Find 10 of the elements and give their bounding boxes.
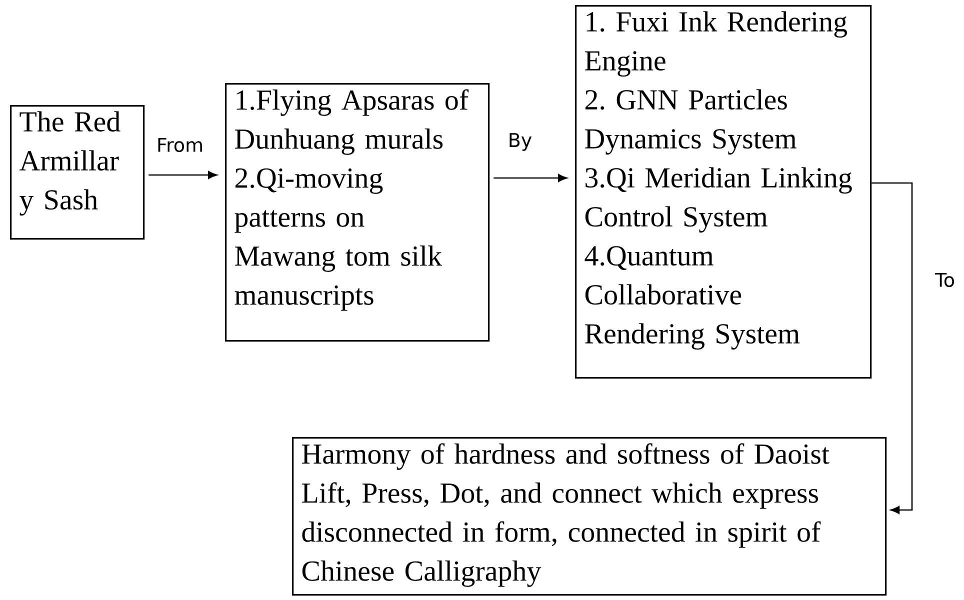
process-box: The Red Armillar y Sash xyxy=(10,105,145,240)
arrow xyxy=(494,174,568,182)
process-box: 1. Fuxi Ink Rendering Engine 2. GNN Particles Dynamics System 3.Qi Meridian Linking Control System 4.Quantum Collaborative Rendering System xyxy=(575,5,872,379)
arrow xyxy=(148,171,218,179)
edge-label: To xyxy=(934,272,954,288)
arrow xyxy=(872,182,913,514)
edge-label: By xyxy=(510,133,532,151)
process-box: Harmony of hardness and softness of Daoist Lift, Press, Dot, and connect which express disconnected in form, connected in spirit of Chinese Calligraphy xyxy=(292,437,887,596)
process-box: 1.Flying Apsaras of Dunhuang murals 2.Qi-moving patterns on Mawang tom silk manuscripts xyxy=(225,83,490,342)
edge-label: From xyxy=(158,138,202,152)
